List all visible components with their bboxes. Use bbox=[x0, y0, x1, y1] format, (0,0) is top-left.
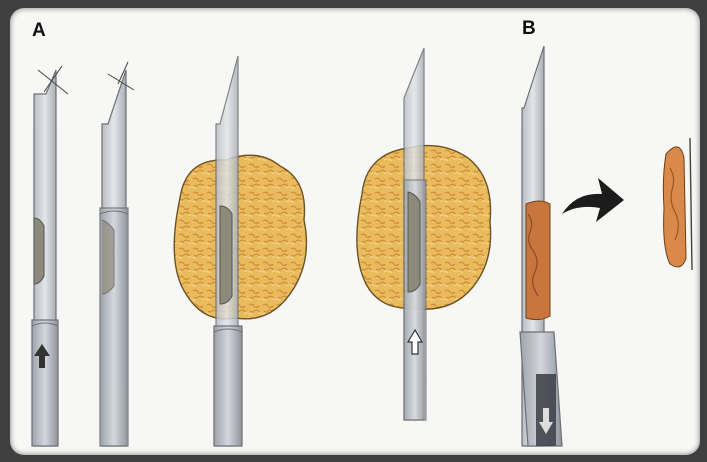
tissue-lesion-1 bbox=[174, 155, 306, 319]
curved-arrow-icon bbox=[562, 178, 624, 222]
panel-label-a: A bbox=[32, 20, 46, 42]
needle-b bbox=[520, 46, 562, 446]
extracted-specimen bbox=[663, 138, 692, 270]
needle-2 bbox=[100, 62, 134, 446]
illustration-panel: A B bbox=[10, 8, 700, 455]
needle-4 bbox=[404, 48, 426, 420]
needle-1 bbox=[32, 66, 68, 446]
panel-label-b: B bbox=[522, 18, 536, 40]
needle-3 bbox=[214, 56, 242, 446]
biopsy-needle-illustration bbox=[10, 8, 700, 455]
